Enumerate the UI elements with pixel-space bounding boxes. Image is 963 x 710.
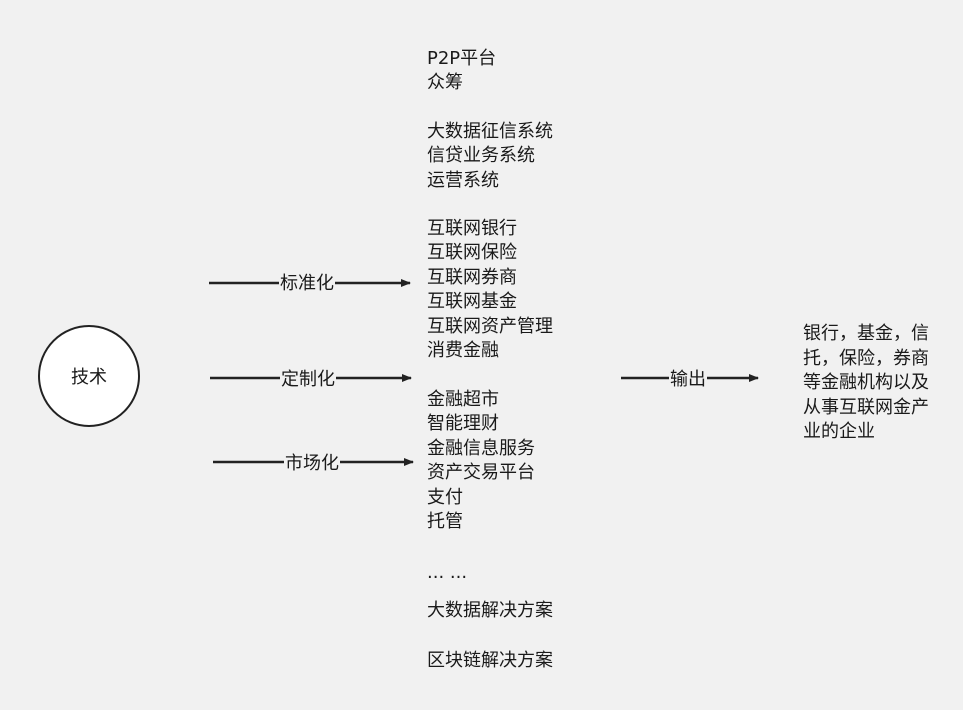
- list-item: 托管: [427, 511, 463, 533]
- offerings-group-services: 金融超市 智能理财 金融信息服务 资产交易平台 支付 托管: [427, 388, 535, 534]
- technology-node-label: 技术: [71, 367, 107, 388]
- list-item: 金融信息服务: [427, 437, 535, 459]
- list-item: P2P平台: [427, 48, 497, 69]
- list-item: 互联网券商: [427, 266, 517, 288]
- list-item: 支付: [427, 486, 463, 508]
- list-item: 资产交易平台: [427, 462, 535, 484]
- offerings-ellipsis: ... ...: [427, 562, 468, 583]
- list-item: 运营系统: [427, 169, 499, 191]
- list-item: 互联网银行: [427, 218, 517, 239]
- list-item: 互联网基金: [427, 291, 517, 313]
- label-customized: 定制化: [280, 369, 336, 391]
- technology-node: 技术: [38, 325, 140, 427]
- list-item: 互联网保险: [427, 242, 517, 264]
- label-marketized: 市场化: [284, 453, 340, 475]
- list-item: 众筹: [427, 72, 463, 94]
- offerings-blockchain-solution: 区块链解决方案: [427, 650, 553, 671]
- label-output: 输出: [669, 369, 707, 391]
- list-item: 消费金融: [427, 340, 499, 362]
- offerings-big-data-solution: 大数据解决方案: [427, 600, 553, 621]
- offerings-group-systems: 大数据征信系统 信贷业务系统 运营系统: [427, 120, 553, 193]
- list-item: 金融超市: [427, 389, 499, 410]
- list-item: 信贷业务系统: [427, 145, 535, 167]
- target-institutions-text: 银行，基金，信托，保险，券商等金融机构以及从事互联网金产业的企业: [803, 323, 929, 442]
- list-item: 互联网资产管理: [427, 315, 553, 337]
- offerings-group-platforms: P2P平台 众筹: [427, 47, 496, 96]
- list-item: 大数据征信系统: [427, 121, 553, 142]
- label-standardized: 标准化: [279, 273, 335, 295]
- list-item: 智能理财: [427, 413, 499, 435]
- offerings-group-internet-finance: 互联网银行 互联网保险 互联网券商 互联网基金 互联网资产管理 消费金融: [427, 217, 553, 363]
